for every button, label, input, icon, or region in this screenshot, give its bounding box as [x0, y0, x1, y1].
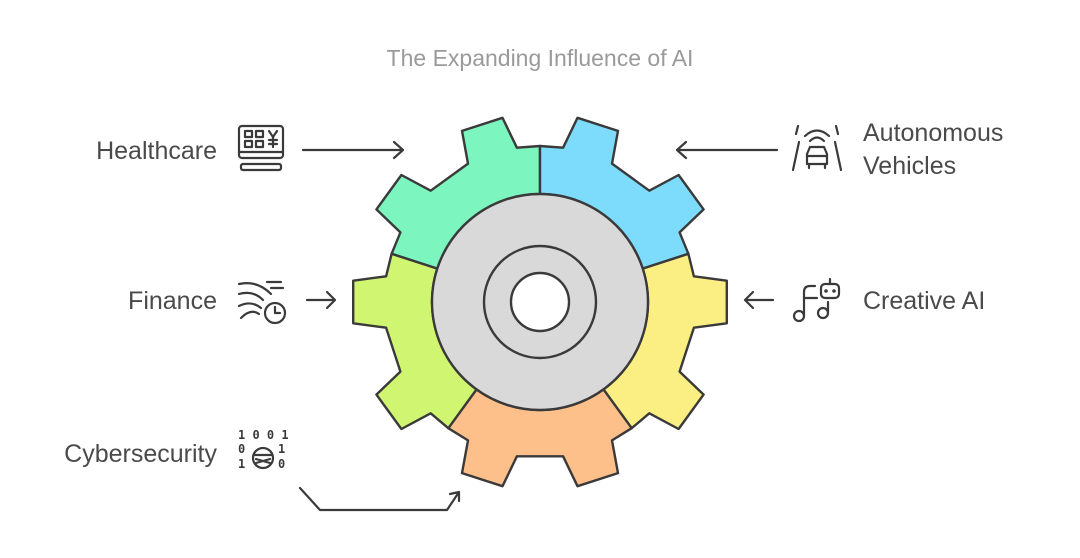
binary-row-2-left: 0 [238, 442, 245, 456]
diagram-title: The Expanding Influence of AI [387, 45, 694, 71]
finance-arrow [305, 290, 337, 310]
creative-ai-group: Creative AI [743, 277, 985, 323]
autonomous-vehicles-group: Autonomous Vehicles [675, 119, 1003, 180]
autonomous-arrow [675, 140, 779, 160]
creative-ai-arrow [743, 290, 775, 310]
binary-row-3-left: 1 [238, 457, 245, 471]
cybersecurity-label: Cybersecurity [64, 440, 217, 468]
binary-row-1: 1 0 0 1 [238, 428, 289, 442]
healthcare-group: Healthcare [96, 124, 405, 172]
cybersecurity-group: Cybersecurity 1 0 0 1 0 1 1 0 [64, 428, 461, 512]
autonomous-label-line1: Autonomous [863, 119, 1003, 147]
binary-row-2-right: 1 [278, 442, 285, 456]
car-sensor-icon [791, 124, 843, 172]
computer-icon [237, 124, 285, 172]
gear-center-hole [509, 271, 571, 333]
gear [352, 116, 728, 488]
healthcare-label: Healthcare [96, 137, 217, 165]
creative-ai-label: Creative AI [863, 287, 985, 315]
cybersecurity-arrow [298, 486, 461, 512]
music-robot-icon [792, 277, 841, 323]
autonomous-label-line2: Vehicles [863, 152, 956, 180]
finance-group: Finance [128, 280, 337, 325]
healthcare-arrow [301, 140, 405, 160]
wind-clock-icon [237, 280, 287, 325]
binary-hacker-icon: 1 0 0 1 0 1 1 0 [238, 428, 289, 471]
finance-label: Finance [128, 287, 217, 315]
binary-row-3-right: 0 [278, 457, 285, 471]
